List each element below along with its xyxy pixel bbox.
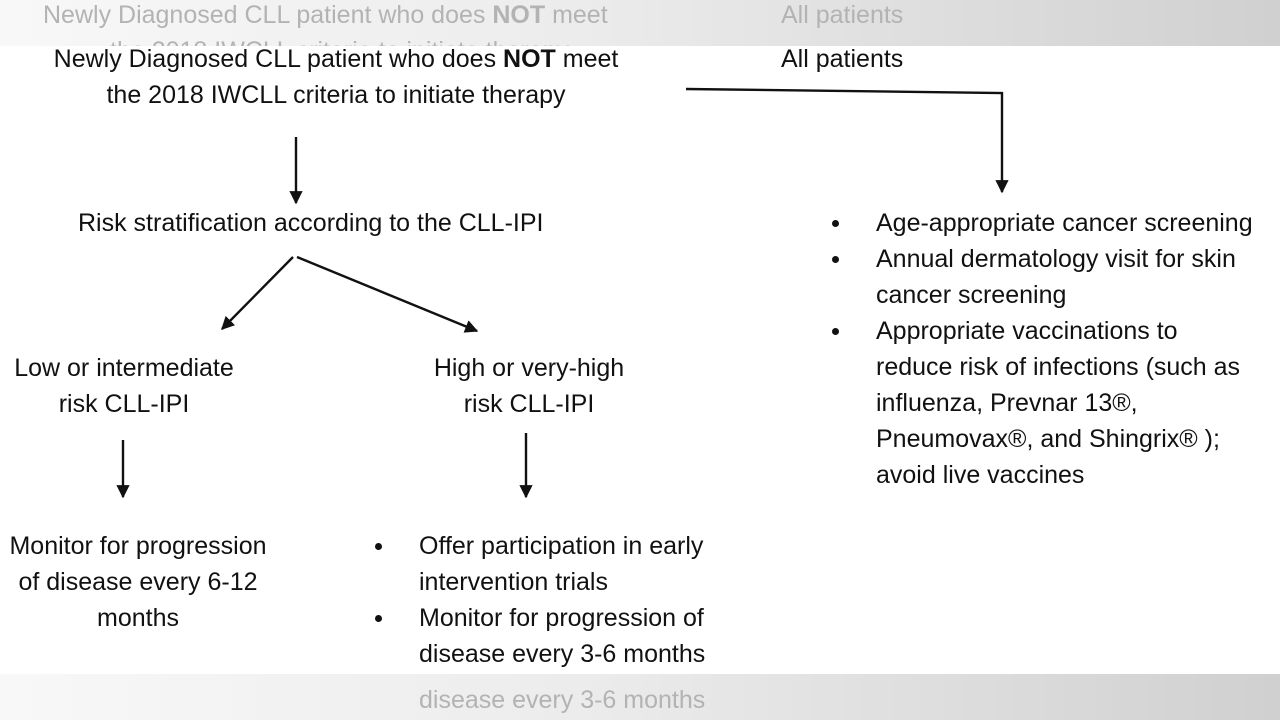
bullet-icon (832, 328, 839, 335)
all-action-item-1-line1: Age-appropriate cancer screening (876, 209, 1253, 237)
all-patients-action-list: Age-appropriate cancer screening Annual … (832, 205, 1253, 493)
all-action-item-3-line3: influenza, Prevnar 13®, (876, 389, 1138, 417)
high-action-item-1-line1: Offer participation in early (419, 532, 704, 560)
low-action-line1: Monitor for progression (9, 532, 267, 560)
arrow-diagnosis-to-all-patients-actions (685, 87, 1009, 194)
new-diagnosis-node: Newly Diagnosed CLL patient who does NOT… (36, 41, 636, 113)
bullet-icon (375, 615, 382, 622)
all-action-item-2-line2: cancer screening (876, 281, 1067, 309)
arrow-risk-to-high (296, 255, 479, 333)
bottom-ghost-band: disease every 3-6 months (0, 674, 1280, 720)
high-action-item: Monitor for progression of disease every… (375, 600, 705, 672)
all-action-item-3-line5: avoid live vaccines (876, 461, 1085, 489)
all-patients-action-item: Annual dermatology visit for skin cancer… (832, 241, 1253, 313)
high-action-item-2-line1: Monitor for progression of (419, 604, 704, 632)
arrow-risk-to-low (221, 256, 294, 330)
low-action-line2: of disease every 6-12 (18, 568, 258, 596)
all-action-item-3-line4: Pneumovax®, and Shingrix® ); (876, 425, 1220, 453)
bullet-icon (832, 256, 839, 263)
top-ghost-band: Newly Diagnosed CLL patient who does NOT… (0, 0, 1280, 46)
new-diagnosis-line1: Newly Diagnosed CLL patient who does NOT… (53, 45, 619, 73)
low-risk-line2: risk CLL-IPI (58, 390, 190, 418)
low-risk-line1: Low or intermediate (14, 354, 234, 382)
high-risk-action-list: Offer participation in early interventio… (375, 528, 705, 672)
high-action-item-1-line2: intervention trials (419, 568, 608, 596)
bullet-icon (375, 543, 382, 550)
all-patients-action-item: Age-appropriate cancer screening (832, 205, 1253, 241)
high-action-item: Offer participation in early interventio… (375, 528, 705, 600)
ghost-top-left-line2: the 2018 IWCLL criteria to initiate ther… (110, 33, 569, 46)
all-action-item-3-line1: Appropriate vaccinations to (876, 317, 1178, 345)
ghost-top-left-text: Newly Diagnosed CLL patient who does NOT… (43, 1, 608, 29)
high-risk-node: High or very-high risk CLL-IPI (413, 350, 645, 422)
all-patients-action-item: Appropriate vaccinations to reduce risk … (832, 313, 1253, 493)
new-diagnosis-line2: the 2018 IWCLL criteria to initiate ther… (106, 81, 566, 109)
all-patients-node: All patients (781, 45, 904, 73)
high-risk-line2: risk CLL-IPI (463, 390, 595, 418)
high-risk-line1: High or very-high (433, 354, 625, 382)
bullet-icon (832, 220, 839, 227)
ghost-top-right-text: All patients (781, 1, 904, 29)
risk-stratification-node: Risk stratification according to the CLL… (78, 209, 544, 237)
low-action-line3: months (97, 604, 179, 632)
all-action-item-2-line1: Annual dermatology visit for skin (876, 245, 1236, 273)
high-action-item-2-line2: disease every 3-6 months (419, 640, 706, 668)
all-action-item-3-line2: reduce risk of infections (such as (876, 353, 1241, 381)
low-risk-node: Low or intermediate risk CLL-IPI (0, 350, 248, 422)
ghost-bottom-text: disease every 3-6 months (419, 686, 706, 714)
low-risk-action-node: Monitor for progression of disease every… (0, 528, 276, 636)
